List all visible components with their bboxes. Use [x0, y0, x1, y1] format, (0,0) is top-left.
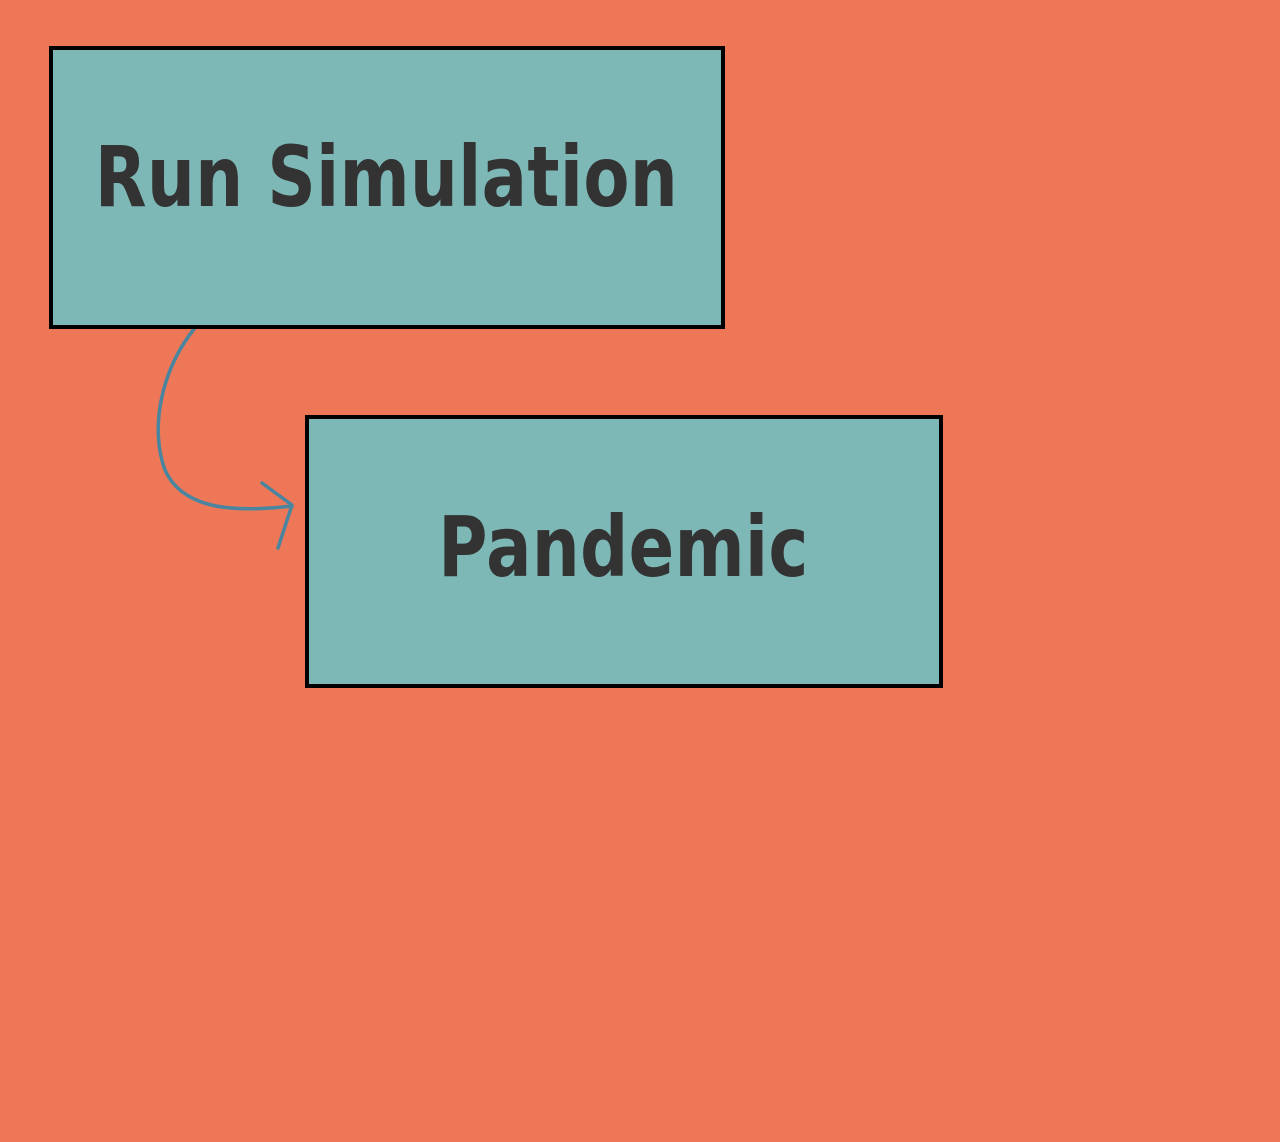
arrowhead-icon: [260, 481, 294, 550]
node-pandemic[interactable]: Pandemic: [305, 415, 943, 688]
node-pandemic-label: Pandemic: [438, 498, 810, 596]
node-run-simulation-label: Run Simulation: [95, 128, 679, 226]
edge-curve: [156, 327, 294, 511]
node-run-simulation[interactable]: Run Simulation: [49, 46, 725, 329]
edge-run-simulation-to-pandemic: [156, 327, 294, 550]
